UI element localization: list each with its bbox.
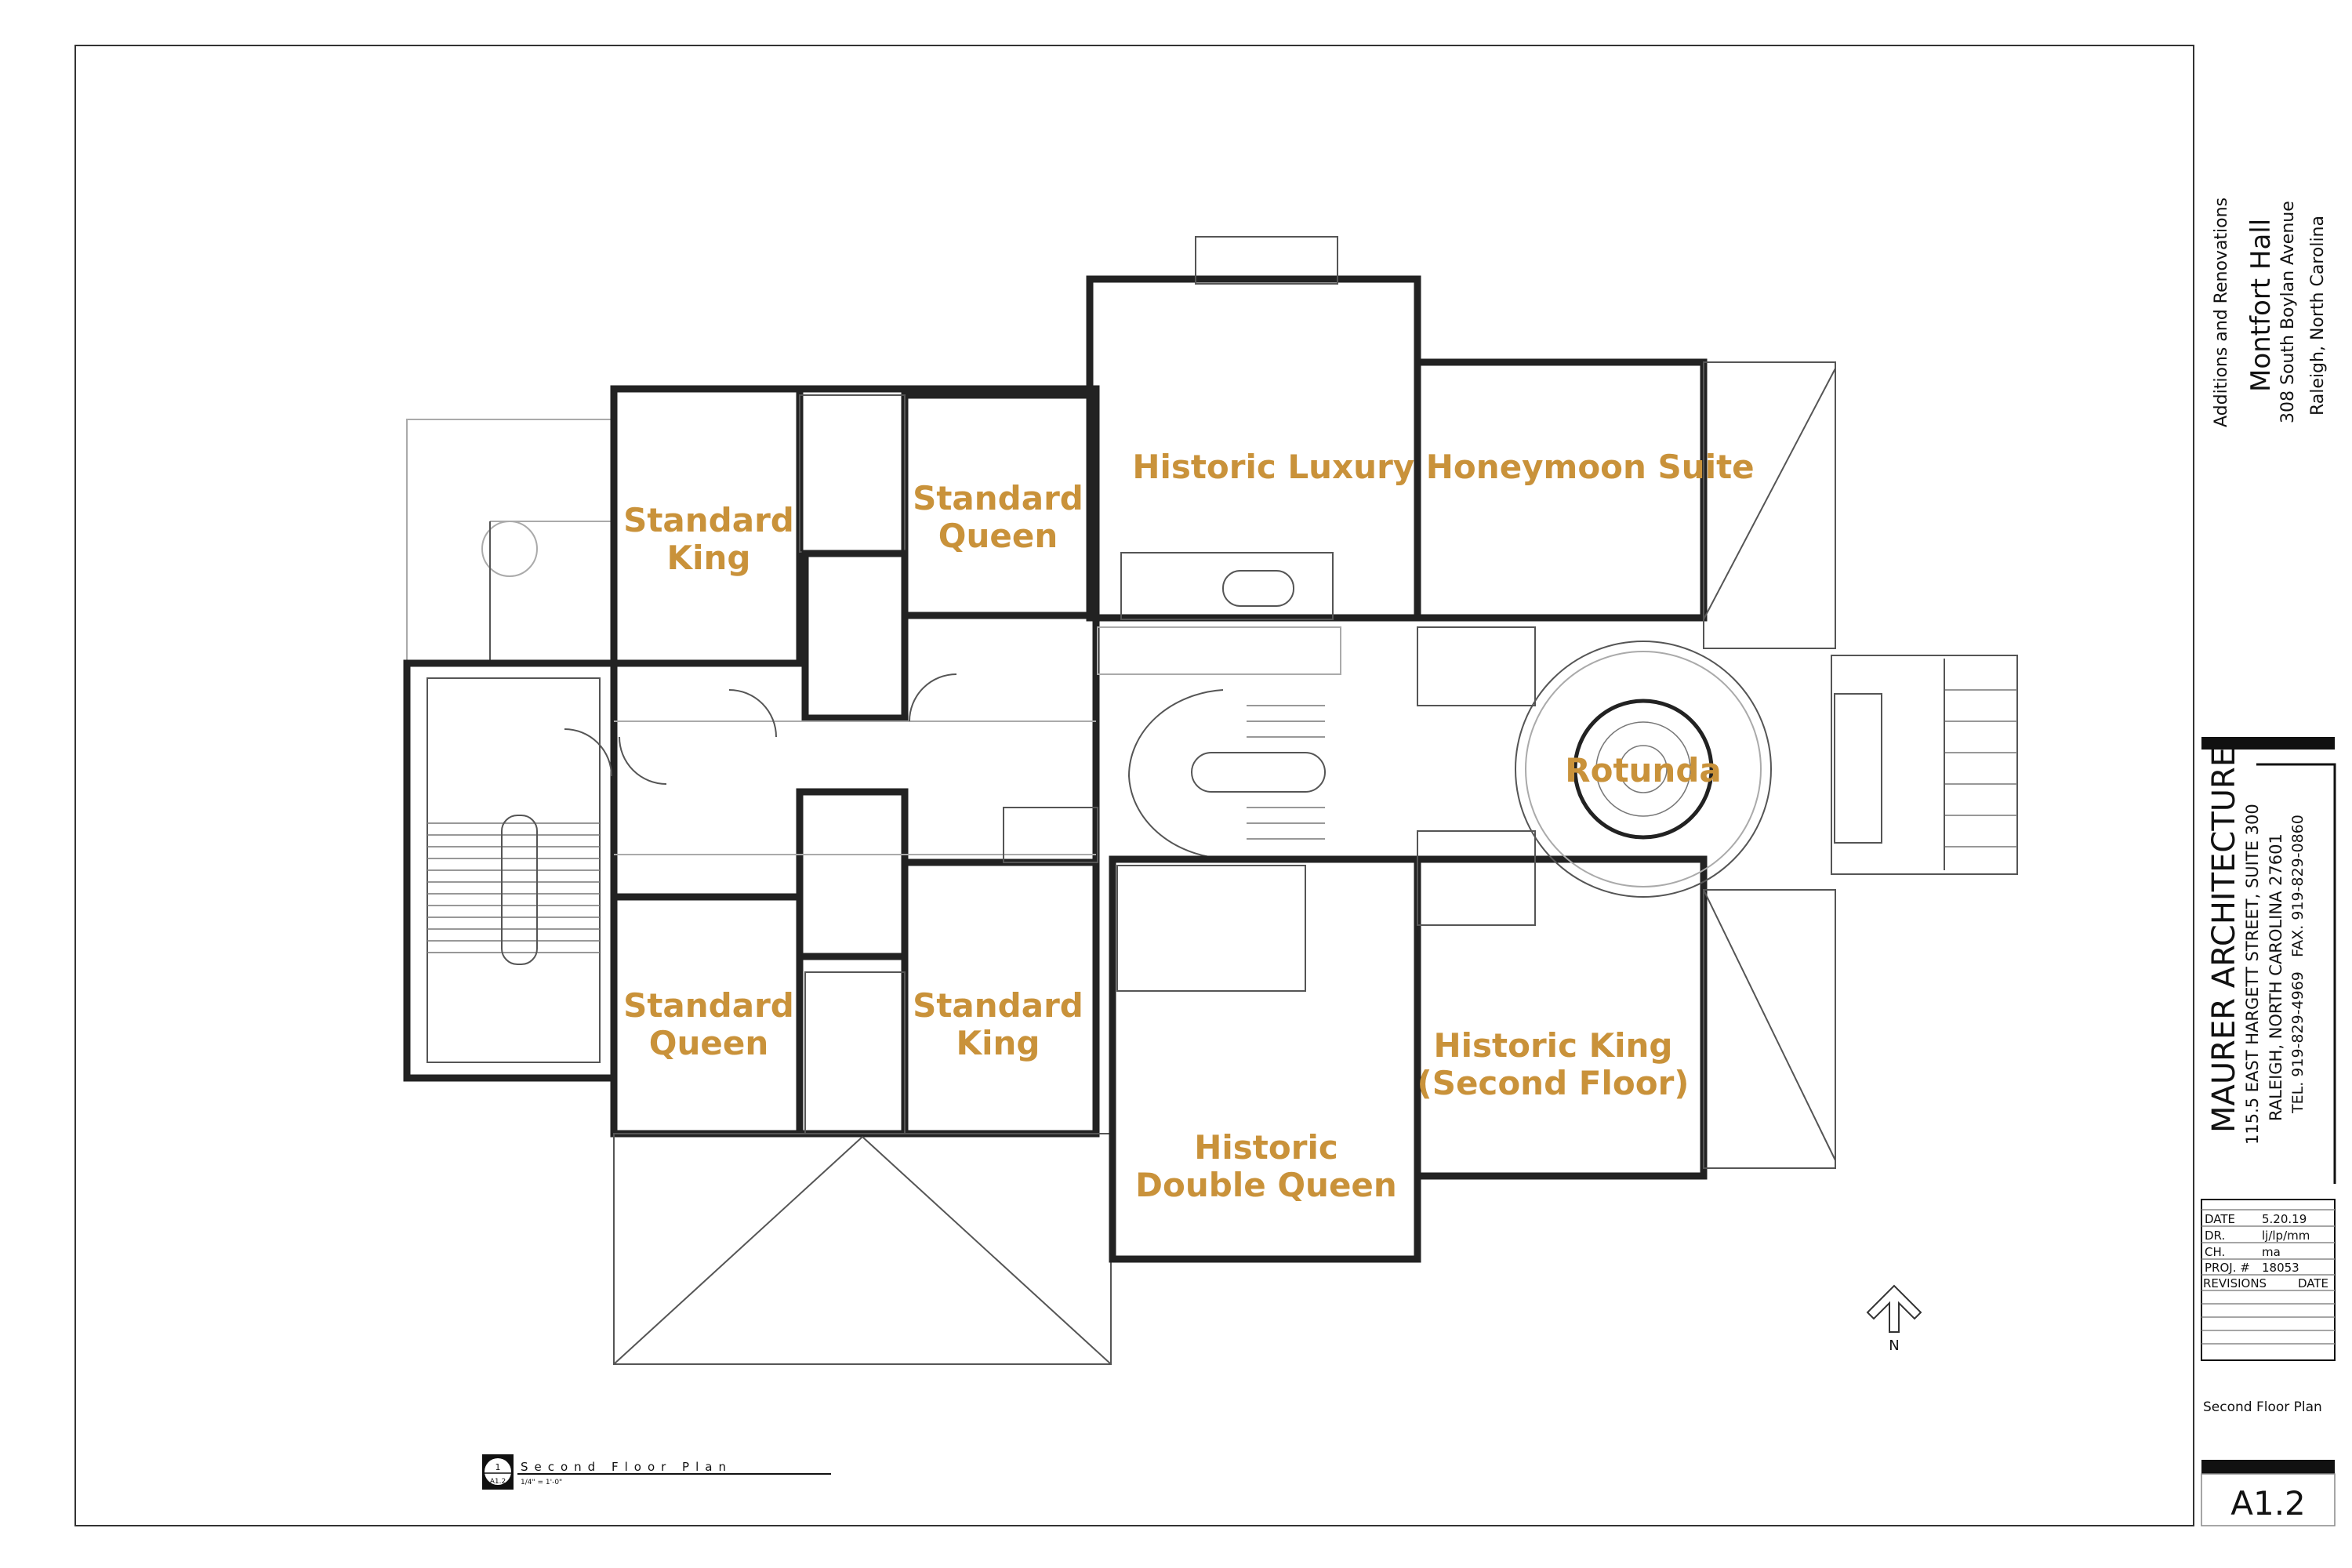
svg-text:Raleigh, North Carolina: Raleigh, North Carolina bbox=[2308, 216, 2328, 416]
bathtub-area bbox=[1120, 552, 1334, 620]
rotunda bbox=[1515, 641, 1772, 898]
bath bbox=[801, 550, 909, 722]
svg-text:PROJ. #: PROJ. # bbox=[2205, 1261, 2250, 1275]
floor-plan bbox=[403, 236, 2018, 1365]
roof-east bbox=[1703, 361, 1836, 1169]
north-arrow-icon: N bbox=[1866, 1284, 1922, 1354]
svg-text:DR.: DR. bbox=[2205, 1229, 2225, 1243]
svg-text:A1.2: A1.2 bbox=[490, 1478, 506, 1486]
east-porch-stair bbox=[1831, 655, 2018, 875]
bath bbox=[1116, 865, 1306, 992]
svg-text:115.5 EAST HARGETT STREET, SUI: 115.5 EAST HARGETT STREET, SUITE 300 bbox=[2243, 804, 2262, 1145]
svg-text:REVISIONS: REVISIONS bbox=[2203, 1276, 2267, 1290]
sheet-title: Second Floor Plan bbox=[2203, 1399, 2322, 1415]
svg-text:Second Floor Plan: Second Floor Plan bbox=[521, 1460, 732, 1474]
room-label-rotunda: Rotunda bbox=[1565, 751, 1721, 789]
room-label-honeymoon-suite: Historic Luxury Honeymoon Suite bbox=[1132, 448, 1754, 486]
stair-treads bbox=[427, 815, 600, 965]
drawing-title: 1 A1.2 Second Floor Plan 1/4" = 1'-0" bbox=[482, 1454, 831, 1490]
svg-text:18053: 18053 bbox=[2262, 1261, 2299, 1275]
svg-text:TEL. 919-829-4969 FAX. 919-8: TEL. 919-829-4969 FAX. 919-829-0860 bbox=[2289, 815, 2307, 1114]
svg-text:ma: ma bbox=[2262, 1245, 2281, 1259]
svg-text:CH.: CH. bbox=[2205, 1245, 2225, 1259]
svg-text:DATE: DATE bbox=[2205, 1212, 2235, 1226]
sheet-number: A1.2 bbox=[2230, 1484, 2306, 1523]
grand-staircase bbox=[1003, 689, 1326, 863]
bath bbox=[796, 788, 909, 960]
svg-text:DATE: DATE bbox=[2298, 1276, 2328, 1290]
svg-text:RALEIGH, NORTH CAROLINA 27601: RALEIGH, NORTH CAROLINA 27601 bbox=[2267, 833, 2285, 1121]
bath bbox=[1417, 626, 1536, 706]
svg-text:N: N bbox=[1889, 1338, 1899, 1354]
roof-south bbox=[613, 1133, 1112, 1365]
svg-text:1: 1 bbox=[495, 1462, 501, 1472]
svg-text:lj/lp/mm: lj/lp/mm bbox=[2262, 1229, 2310, 1243]
svg-text:MAURER ARCHITECTURE: MAURER ARCHITECTURE bbox=[2206, 747, 2242, 1133]
room-honeymoon-suite-east bbox=[1414, 358, 1708, 622]
bath bbox=[1417, 830, 1536, 926]
upper-deck bbox=[406, 419, 615, 664]
svg-text:308 South Boylan Avenue: 308 South Boylan Avenue bbox=[2278, 201, 2298, 423]
room-label-historic-king: Historic King(Second Floor) bbox=[1417, 1026, 1690, 1102]
sheet-border bbox=[74, 45, 2194, 1526]
bath bbox=[804, 971, 906, 1134]
title-block: Additions and Renovations Montfort Hall … bbox=[2201, 198, 2336, 1526]
bath bbox=[799, 394, 906, 553]
room-historic-king bbox=[1414, 855, 1708, 1180]
svg-text:5.20.19: 5.20.19 bbox=[2262, 1212, 2307, 1226]
bay-window bbox=[1195, 236, 1338, 285]
svg-text:Montfort Hall: Montfort Hall bbox=[2245, 219, 2277, 392]
bathtub bbox=[1222, 570, 1294, 607]
svg-text:Additions and Renovations: Additions and Renovations bbox=[2212, 198, 2231, 427]
svg-text:1/4" = 1'-0": 1/4" = 1'-0" bbox=[521, 1479, 562, 1486]
